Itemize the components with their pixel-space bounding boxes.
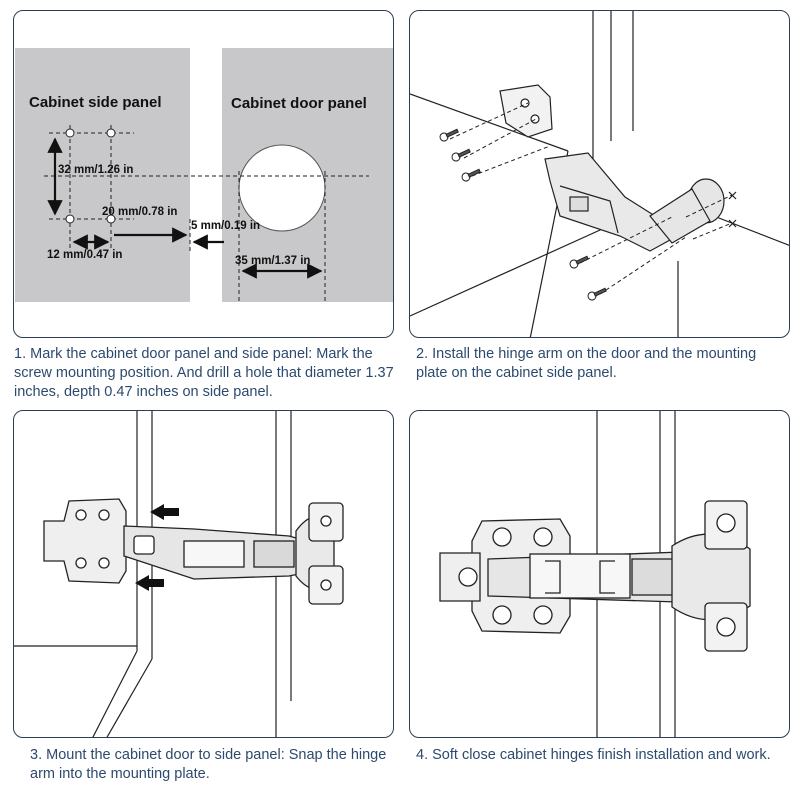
- step3-caption: 3. Mount the cabinet door to side panel:…: [30, 747, 387, 782]
- step2-caption: 2. Install the hinge arm on the door and…: [416, 346, 757, 381]
- hinge-cup-icon: [649, 178, 725, 244]
- push-arrow-icon: [135, 504, 179, 591]
- drilling-template-diagram: Cabinet side panel Cabinet door panel 32…: [15, 48, 393, 302]
- snap-hinge-diagram: [14, 411, 344, 737]
- step2-panel: [409, 10, 790, 338]
- step3-panel: [13, 410, 394, 738]
- hinge-cup-icon: [295, 502, 344, 605]
- dim-35-label: 35 mm/1.37 in: [235, 255, 310, 267]
- hinge-install-diagram: [410, 11, 789, 337]
- screw-icon-group: [439, 128, 607, 301]
- door-panel-label: Cabinet door panel: [231, 95, 367, 112]
- step1-caption: 1. Mark the cabinet door panel and side …: [14, 346, 394, 400]
- hinge-arm-icon: [123, 525, 315, 580]
- step4-panel: [409, 410, 790, 738]
- dim-5-label: 5 mm/0.19 in: [191, 220, 260, 232]
- screw-hole-4: [106, 214, 116, 224]
- dim-12-label: 12 mm/0.47 in: [47, 249, 122, 261]
- mounting-plate-icon: [43, 498, 127, 584]
- mounting-plate-icon: [499, 84, 553, 138]
- side-panel-shape: [15, 48, 190, 302]
- screw-hole-3: [65, 214, 75, 224]
- step4-caption: 4. Soft close cabinet hinges finish inst…: [416, 747, 771, 763]
- screw-hole-2: [106, 128, 116, 138]
- hinge-cup-icon: [671, 500, 751, 652]
- step1-panel: Cabinet side panel Cabinet door panel 32…: [13, 10, 394, 338]
- installed-hinge-diagram: [439, 411, 751, 737]
- hinge-arm-icon: [544, 152, 691, 252]
- screw-hole-1: [65, 128, 75, 138]
- dim-20-label: 20 mm/0.78 in: [102, 206, 177, 218]
- side-panel-label: Cabinet side panel: [29, 94, 162, 111]
- dim-32-label: 32 mm/1.26 in: [58, 164, 133, 176]
- cup-hole: [238, 144, 326, 232]
